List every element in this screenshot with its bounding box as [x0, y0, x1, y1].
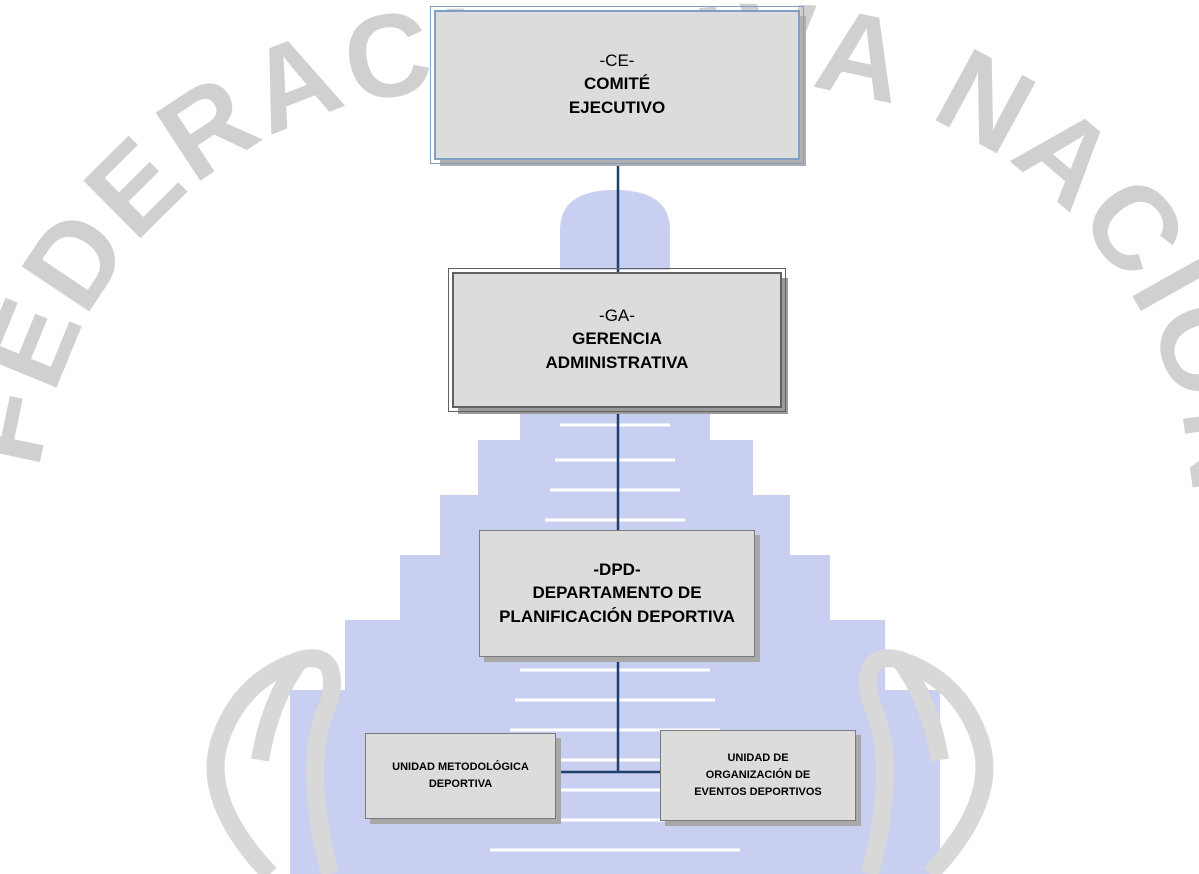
node-unidad-eventos[interactable]: UNIDAD DE ORGANIZACIÓN DE EVENTOS DEPORT…: [660, 730, 856, 821]
node-title: EVENTOS DEPORTIVOS: [694, 786, 822, 798]
right-figure-watermark: [859, 649, 994, 874]
node-departamento-planificacion[interactable]: -DPD- DEPARTAMENTO DE PLANIFICACIÓN DEPO…: [479, 530, 755, 657]
node-title: UNIDAD METODOLÓGICA: [392, 761, 529, 773]
node-title: DEPORTIVA: [428, 778, 493, 790]
node-title: UNIDAD DE: [727, 752, 789, 764]
left-figure-watermark: [206, 649, 341, 874]
node-title: GERENCIA: [572, 329, 662, 348]
node-title: COMITÉ: [583, 74, 651, 93]
node-title: DEPARTAMENTO DE: [532, 582, 702, 602]
node-gerencia-administrativa[interactable]: -GA- GERENCIA ADMINISTRATIVA: [448, 268, 786, 412]
node-title: EJECUTIVO: [568, 98, 666, 117]
node-title: PLANIFICACIÓN DEPORTIVA: [499, 606, 735, 626]
node-code: -CE-: [599, 51, 635, 70]
node-code: -DPD-: [593, 559, 641, 579]
node-comite-ejecutivo[interactable]: -CE- COMITÉ EJECUTIVO: [430, 6, 804, 164]
node-unidad-metodologica[interactable]: UNIDAD METODOLÓGICA DEPORTIVA: [365, 733, 556, 819]
node-title: ORGANIZACIÓN DE: [705, 769, 811, 781]
node-title: ADMINISTRATIVA: [545, 353, 689, 372]
node-code: -GA-: [599, 306, 635, 325]
